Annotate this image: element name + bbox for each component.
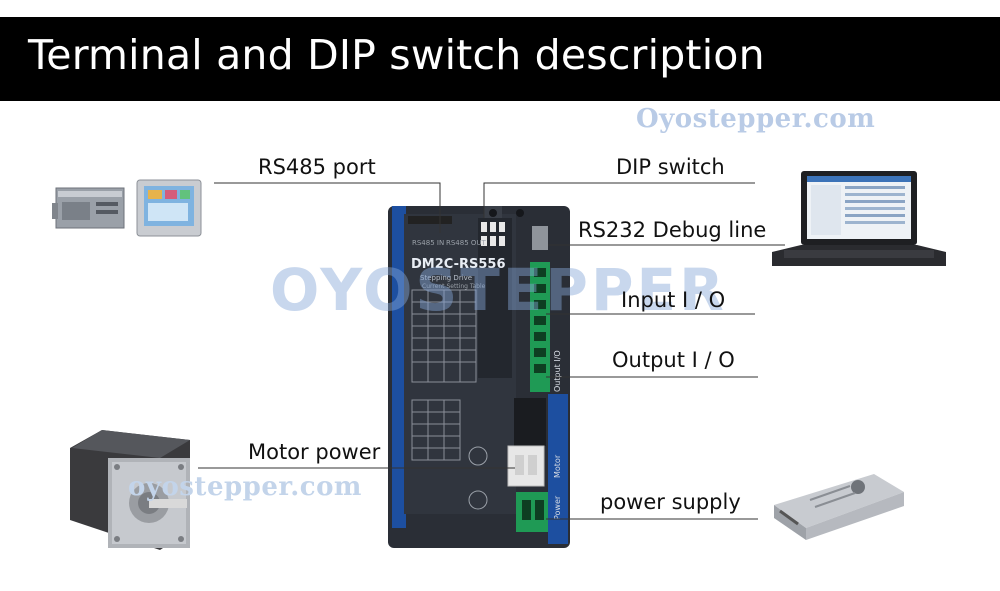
industrial-pc-icon	[52, 187, 125, 229]
leader-rs485	[214, 182, 441, 233]
power-supply-icon	[774, 474, 904, 540]
side-power-label: Power	[553, 495, 562, 520]
hmi-panel-icon	[136, 179, 202, 237]
side-motor-label: Motor	[553, 454, 562, 478]
current-table-grid	[411, 289, 477, 461]
leader-lines	[198, 182, 785, 520]
label-input-io: Input I / O	[621, 288, 726, 312]
device-model: DM2C-RS556	[411, 257, 506, 272]
label-power-supply: power supply	[600, 490, 741, 514]
stepper-motor-icon	[70, 430, 190, 550]
leader-dip	[483, 182, 755, 218]
device-subtitle: Stepping Drive	[420, 274, 472, 282]
laptop-icon	[772, 171, 946, 266]
dip-switch-block	[478, 218, 512, 378]
page-title: Terminal and DIP switch description	[28, 31, 765, 79]
device-table-title: Current Setting Table	[422, 283, 486, 290]
label-rs485-port: RS485 port	[258, 155, 376, 179]
motor-connector	[507, 445, 545, 487]
port-out-label: RS485 OUT	[446, 239, 487, 247]
label-motor-power: Motor power	[248, 440, 381, 464]
side-output-label: Output I/O	[553, 350, 562, 392]
io-terminal-block	[530, 262, 550, 392]
label-output-io: Output I / O	[612, 348, 735, 372]
rs232-jack	[532, 226, 548, 250]
watermark-site-bottom: oyostepper.com	[128, 472, 362, 502]
stepper-driver-device: RS485 IN RS485 OUT DM2C-RS556 Stepping D…	[388, 206, 570, 548]
port-in-label: RS485 IN	[412, 239, 444, 247]
label-dip-switch: DIP switch	[616, 155, 725, 179]
watermark-logo: OYOSTEPPER	[270, 256, 727, 324]
header-bar: Terminal and DIP switch description	[0, 17, 1000, 101]
label-rs232-debug: RS232 Debug line	[578, 218, 767, 242]
watermark-site-top: Oyostepper.com	[636, 104, 876, 134]
